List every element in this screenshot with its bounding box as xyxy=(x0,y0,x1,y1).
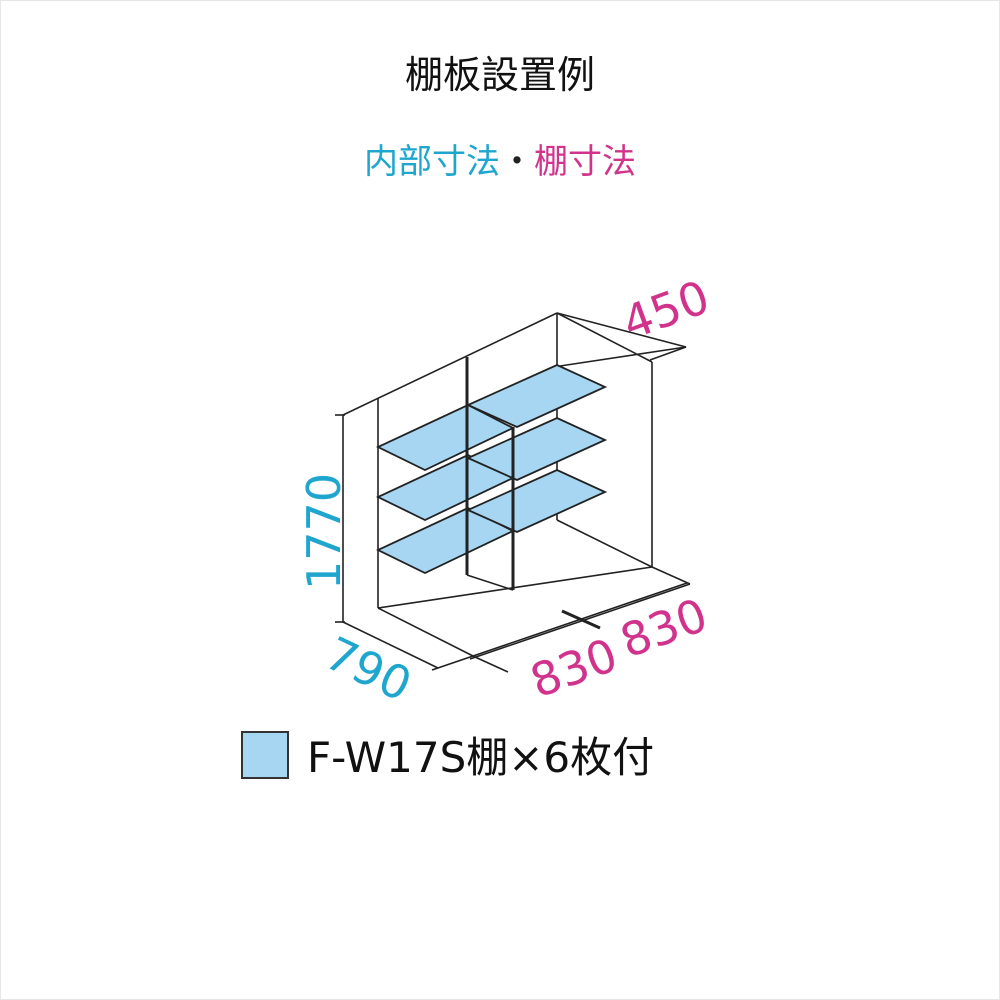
depth-450-label: 450 xyxy=(615,270,716,351)
shelf-color-swatch xyxy=(241,730,289,779)
width-right-830-label: 830 xyxy=(613,588,714,669)
depth-790-label: 790 xyxy=(317,626,419,712)
shelves xyxy=(375,364,608,574)
shelf-right-3 xyxy=(465,469,608,533)
shelf-right-2 xyxy=(465,417,608,481)
interior-dimension-label: 内部寸法 xyxy=(364,142,500,182)
storage-frame xyxy=(335,312,691,673)
height-1770-label: 1770 xyxy=(297,473,351,590)
width-left-830-label: 830 xyxy=(523,628,624,709)
shelf-right-1 xyxy=(465,364,608,428)
shelf-posts xyxy=(465,357,515,591)
legend: F-W17S棚×6枚付 xyxy=(241,724,654,785)
page-title: 棚板設置例 xyxy=(404,53,595,97)
legend-label: F-W17S棚×6枚付 xyxy=(307,733,655,782)
shelf-dimension-label: 棚寸法 xyxy=(534,142,636,182)
subtitle: 内部寸法・棚寸法 xyxy=(0,134,1000,183)
separator: ・ xyxy=(500,142,534,182)
